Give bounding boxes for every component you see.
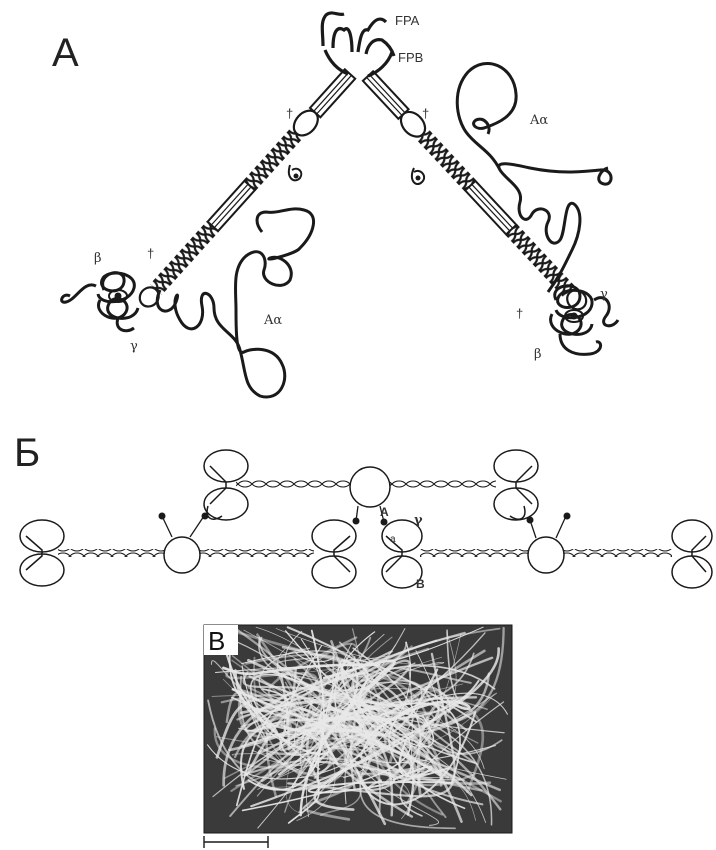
panel-c: B [204,625,512,848]
panel-c-label: B [208,626,225,656]
right-beta-label: β [534,347,542,362]
upper-fibrin-monomer [204,450,538,526]
left-dagger-lower: † [147,246,154,261]
left-beta-label: β [94,251,102,266]
fpa-label: FPA [395,13,420,28]
site-a-small-label: a [390,534,396,545]
panel-a-label: A [52,31,79,75]
left-coiled-coil-arm [135,67,357,311]
site-gamma-label: γ [414,513,423,528]
left-a-alpha-label: Aα [263,313,282,328]
scale-bar [204,836,268,848]
right-dagger-lower: † [516,306,523,321]
site-b-label: B [416,577,425,591]
central-e-domain [322,13,394,76]
panel-a: A FPA FPB [52,13,618,397]
right-dagger-upper: † [422,106,429,121]
panel-b: Б [14,431,712,591]
right-a-alpha-label: Aα [529,113,548,128]
right-gamma-label: γ [600,287,608,302]
left-a-alpha-chain [157,209,313,397]
lower-fibrin-monomer-left [20,513,356,589]
lower-fibrin-monomer-right [382,513,712,589]
site-a-label: A [380,505,389,519]
panel-b-label: Б [14,431,40,475]
fpb-label: FPB [398,50,423,65]
left-d-domain [62,273,138,331]
left-gamma-label: γ [130,339,138,354]
left-dagger-upper: † [286,106,293,121]
